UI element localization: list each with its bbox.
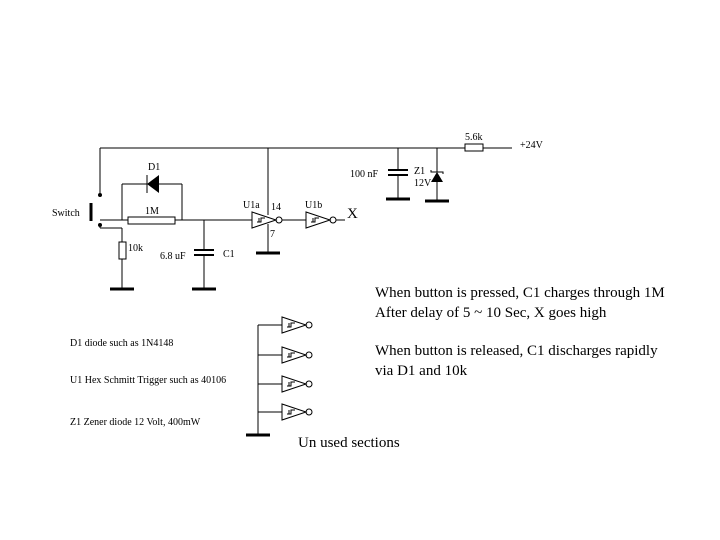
label-r-top: 5.6k <box>465 132 483 143</box>
label-u1b: U1b <box>305 200 322 211</box>
part-note-u1: U1 Hex Schmitt Trigger such as 40106 <box>70 375 227 386</box>
unused-inverter <box>258 375 313 393</box>
label-switch: Switch <box>52 208 80 219</box>
note-released-line-1: When button is released, C1 discharges r… <box>375 343 658 359</box>
note-pressed: When button is pressed, C1 charges throu… <box>375 283 665 323</box>
resistor-10k <box>118 241 127 260</box>
label-zener-volt: 12V <box>414 178 432 189</box>
unused-inverter <box>258 316 313 334</box>
label-unused-sections: Un used sections <box>298 435 400 451</box>
diode-d1-symbol <box>147 175 159 193</box>
label-output: X <box>347 206 358 222</box>
switch-contact <box>98 193 102 197</box>
label-supply: +24V <box>520 140 544 151</box>
zener-diode-symbol <box>431 172 443 182</box>
schmitt-icon <box>311 217 319 223</box>
note-released: When button is released, C1 discharges r… <box>375 341 658 381</box>
label-pin14: 14 <box>271 202 281 213</box>
inverter-u1a <box>251 211 278 229</box>
resistor-1m <box>127 216 176 225</box>
resistor-5k6 <box>464 143 484 152</box>
zener-bar <box>430 170 444 174</box>
label-u1a: U1a <box>243 200 260 211</box>
label-r-10k: 10k <box>128 243 143 254</box>
label-pin7: 7 <box>270 229 275 240</box>
unused-inverter <box>258 346 313 364</box>
label-cap-value: 6.8 uF <box>160 251 186 262</box>
label-cap-name: C1 <box>223 249 235 260</box>
unused-inverter <box>258 403 313 421</box>
label-diode: D1 <box>148 162 160 173</box>
note-pressed-line-2: After delay of 5 ~ 10 Sec, X goes high <box>375 305 607 321</box>
inverter-u1b <box>305 211 332 229</box>
label-cap-top: 100 nF <box>350 169 379 180</box>
note-released-line-2: via D1 and 10k <box>375 363 468 379</box>
switch-contact <box>98 223 102 227</box>
part-note-z1: Z1 Zener diode 12 Volt, 400mW <box>70 417 201 428</box>
label-r-1m: 1M <box>145 206 159 217</box>
label-zener: Z1 <box>414 166 425 177</box>
part-note-d1: D1 diode such as 1N4148 <box>70 338 174 349</box>
schmitt-icon <box>257 217 265 223</box>
note-pressed-line-1: When button is pressed, C1 charges throu… <box>375 285 665 301</box>
